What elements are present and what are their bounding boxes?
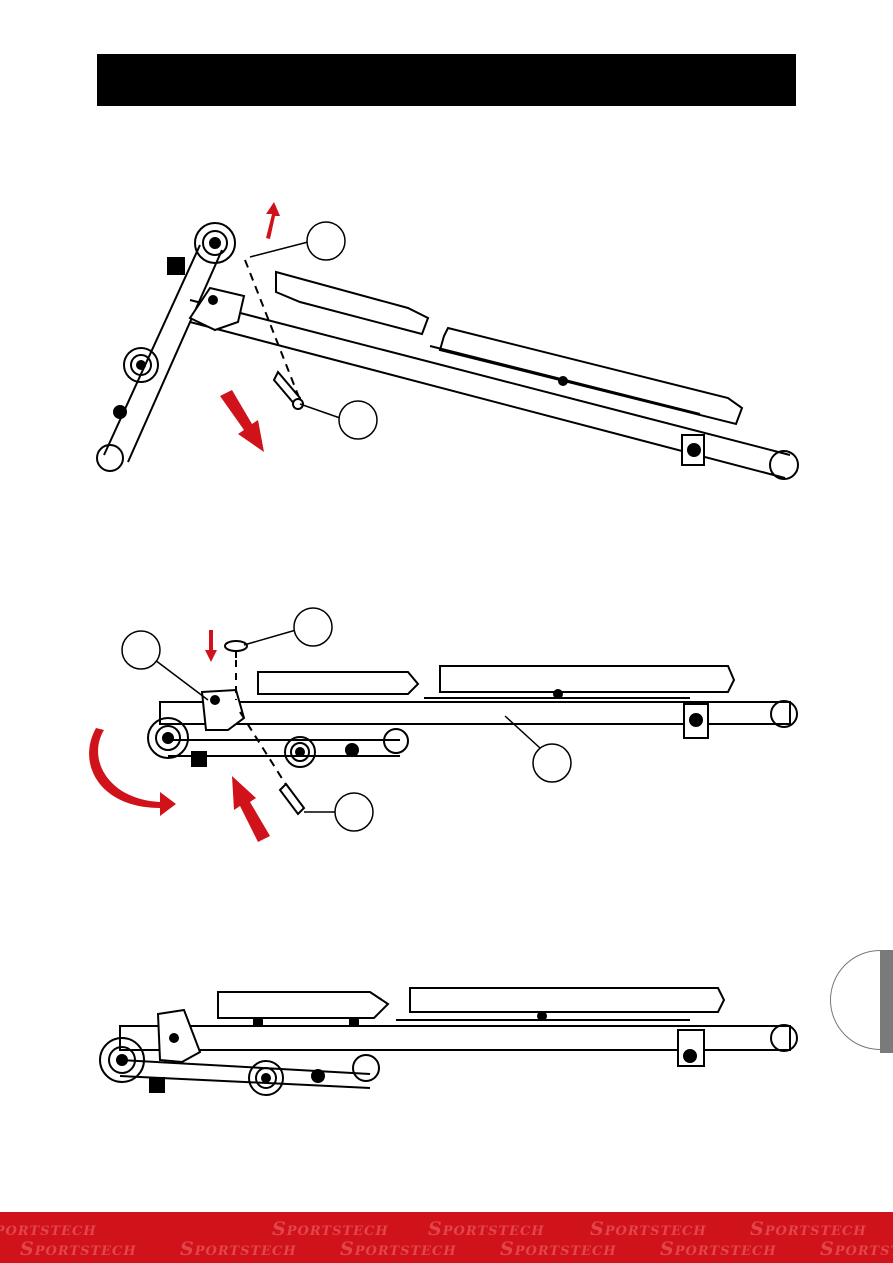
bench-flat-drawing bbox=[99, 987, 798, 1096]
brand-watermark: SPORTSTECH bbox=[0, 1224, 97, 1239]
rotate-arrow-icon bbox=[89, 728, 176, 816]
arrow-up-icon bbox=[266, 202, 280, 239]
assembly-figure-3 bbox=[0, 960, 893, 1100]
brand-watermark: SPORTSTECH bbox=[272, 1218, 389, 1240]
brand-watermark: SPORTSTECH bbox=[20, 1238, 137, 1260]
callout-circle bbox=[306, 221, 346, 261]
bench-folded-drawing bbox=[96, 202, 799, 480]
brand-watermark: SPORTSTECH bbox=[820, 1238, 893, 1260]
bench-unfold-drawing bbox=[89, 607, 798, 842]
brand-watermark: SPORTSTECH bbox=[590, 1218, 707, 1240]
callout-circle bbox=[121, 630, 161, 670]
brand-watermark: SPORTSTECH bbox=[428, 1218, 545, 1240]
callout-circle bbox=[293, 607, 333, 647]
brand-watermark: SPORTSTECH bbox=[180, 1238, 297, 1260]
arrow-up-icon bbox=[232, 776, 270, 842]
brand-watermark: SPORTSTECH bbox=[340, 1238, 457, 1260]
section-header-bar bbox=[97, 54, 796, 106]
assembly-figure-2 bbox=[0, 595, 893, 855]
callout-circle bbox=[334, 792, 374, 832]
brand-footer: SPORTSTECH SPORTSTECH SPORTSTECH SPORTST… bbox=[0, 1212, 893, 1263]
brand-watermark: SPORTSTECH bbox=[750, 1218, 867, 1240]
arrow-down-icon bbox=[220, 390, 264, 452]
page-edge-tab bbox=[880, 950, 893, 1053]
callout-circle bbox=[338, 400, 378, 440]
assembly-figure-1 bbox=[0, 190, 893, 490]
arrow-down-icon bbox=[205, 630, 217, 662]
brand-watermark: SPORTSTECH bbox=[660, 1238, 777, 1260]
callout-circle bbox=[532, 743, 572, 783]
brand-watermark: SPORTSTECH bbox=[500, 1238, 617, 1260]
